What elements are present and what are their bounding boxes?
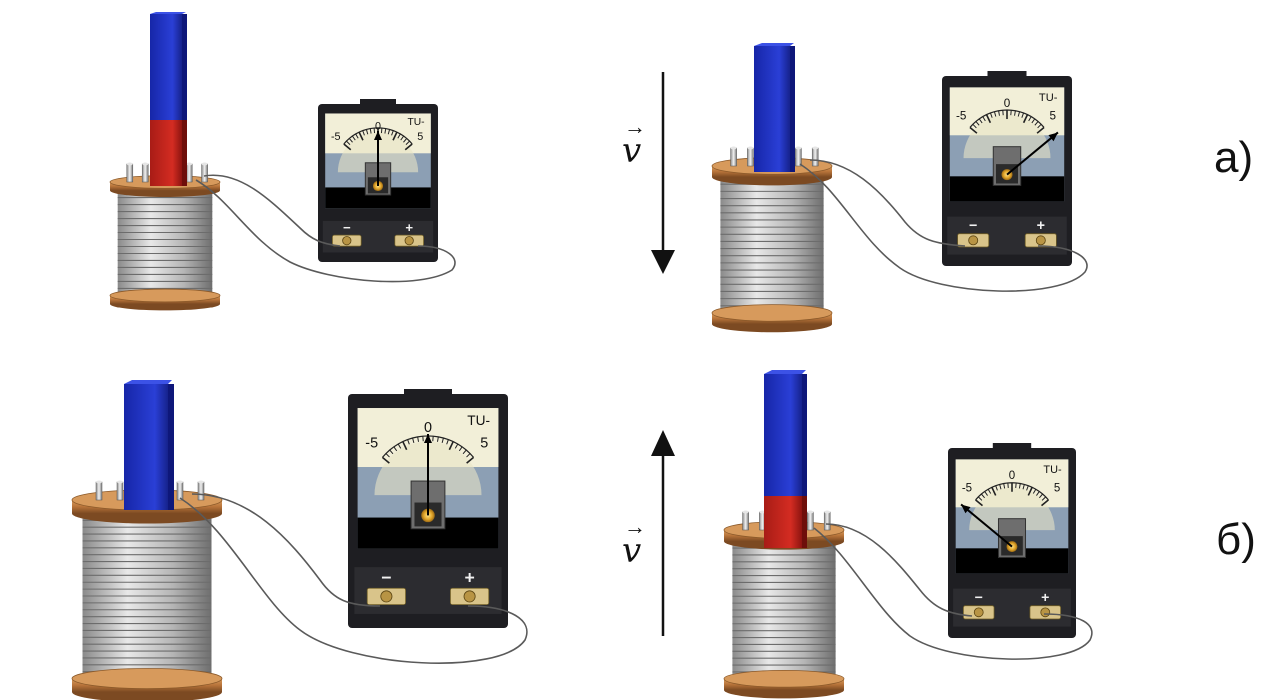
velocity-label-b: v → — [622, 514, 646, 571]
panel-b-left: -5 0 5 TU- − + — [71, 380, 528, 700]
magnet — [764, 370, 807, 548]
terminal-minus-label: − — [969, 218, 977, 234]
galvanometer: -5 0 5 TU- − + — [348, 389, 508, 628]
scale-label-left: -5 — [365, 435, 378, 451]
needle — [1006, 131, 1059, 176]
connecting-wire — [809, 159, 966, 247]
connecting-wire — [203, 174, 341, 247]
scale-label-right: 5 — [1050, 109, 1057, 122]
terminal-plus-label: + — [405, 220, 413, 235]
unit-label: TU- — [407, 117, 424, 128]
terminal-minus-label: − — [381, 568, 391, 588]
row-label-a: а) — [1214, 133, 1253, 182]
galvanometer: -5 0 5 TU- − + — [318, 99, 438, 262]
scale-label-center: 0 — [1004, 97, 1011, 110]
needle — [960, 503, 1013, 548]
scale-label-left: -5 — [331, 131, 341, 143]
scale-label-right: 5 — [480, 435, 488, 451]
row-label-b: б) — [1216, 515, 1256, 564]
scale-label-left: -5 — [956, 109, 967, 122]
scale-label-center: 0 — [1009, 470, 1015, 482]
terminal-minus-label: − — [343, 220, 351, 235]
panel-b-right: -5 0 5 TU- − + — [723, 370, 1093, 699]
velocity-symbol: v — [622, 531, 641, 571]
scale-label-right: 5 — [1054, 482, 1060, 494]
unit-label: TU- — [467, 413, 490, 428]
scale-label-left: -5 — [962, 482, 972, 494]
vector-arrow-symbol: → — [624, 514, 646, 539]
velocity-label-a: v → — [622, 114, 646, 171]
connecting-wire — [195, 179, 456, 283]
velocity-arrow-up — [651, 430, 675, 636]
galvanometer: -5 0 5 TU- − + — [942, 71, 1072, 266]
terminal-plus-label: + — [1037, 218, 1045, 234]
connecting-wire — [191, 493, 381, 607]
terminal-plus-label: + — [464, 568, 474, 588]
scale-label-center: 0 — [375, 121, 381, 133]
panel-a-right: -5 0 5 TU- − + — [711, 43, 1088, 333]
panel-a-left: -5 0 5 TU- − + — [109, 12, 456, 311]
connecting-wire — [813, 527, 1093, 660]
velocity-symbol: v — [622, 131, 641, 171]
connecting-wire — [179, 497, 528, 664]
unit-label: TU- — [1039, 92, 1058, 104]
scale-label-center: 0 — [424, 420, 432, 436]
connecting-wire — [799, 163, 1088, 292]
terminal-plus-label: + — [1041, 589, 1049, 605]
connecting-wire — [825, 523, 973, 617]
vector-arrow-symbol: → — [624, 114, 646, 139]
magnet — [150, 12, 187, 186]
velocity-arrow-down — [651, 72, 675, 274]
magnet — [754, 43, 795, 172]
magnet — [124, 380, 174, 510]
galvanometer: -5 0 5 TU- − + — [948, 443, 1076, 638]
coil — [109, 162, 221, 311]
terminal-minus-label: − — [975, 589, 983, 605]
coil — [711, 146, 833, 333]
scale-label-right: 5 — [417, 131, 423, 143]
unit-label: TU- — [1043, 464, 1062, 476]
